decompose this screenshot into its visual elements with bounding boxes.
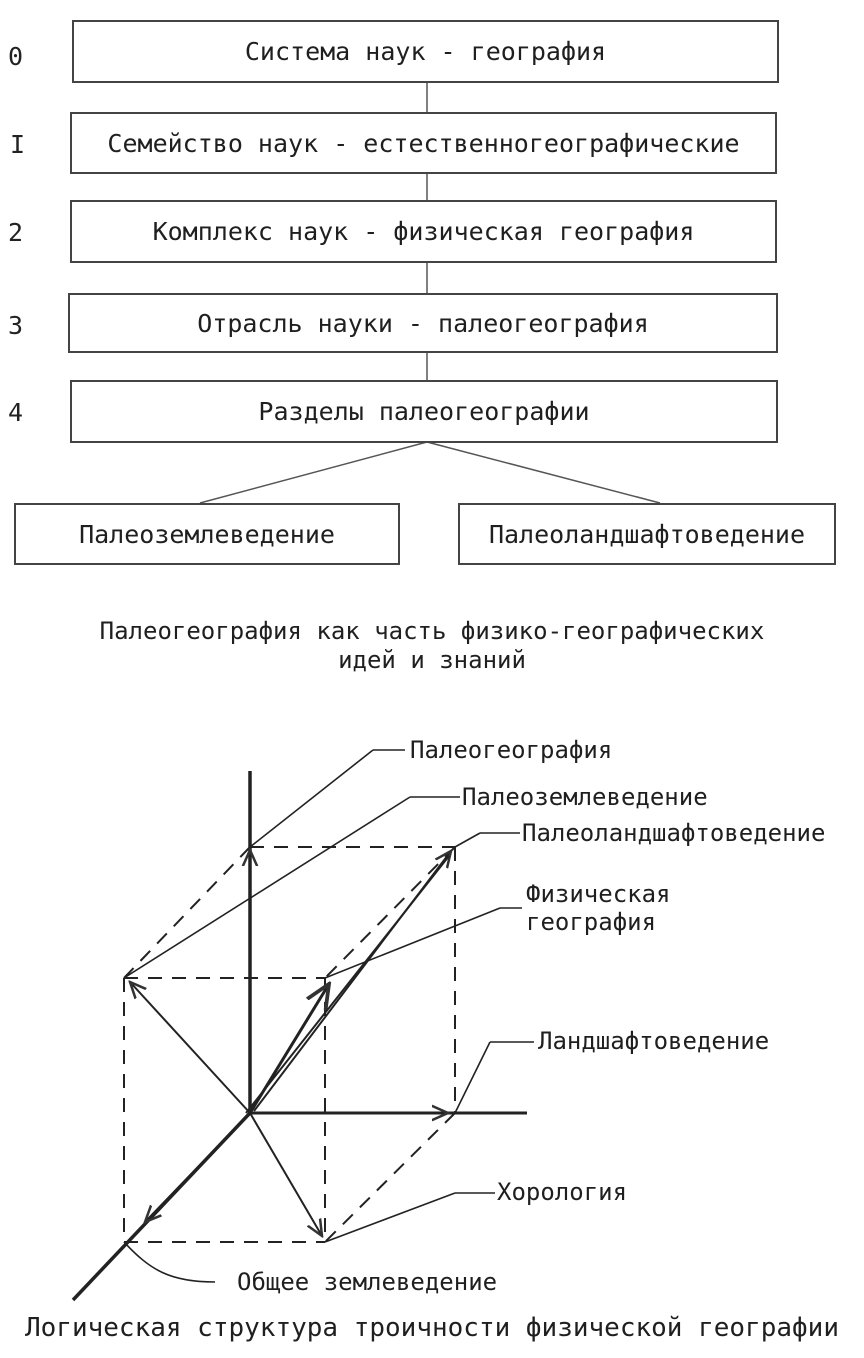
vector-front xyxy=(145,1112,251,1222)
leader-chorology xyxy=(324,1192,456,1243)
level-box-3: Отрасль науки - палеогеография xyxy=(68,293,778,353)
level-label-2: Комплекс наук - физическая география xyxy=(152,217,695,246)
dash-top-left xyxy=(123,846,251,979)
branch-label-paleo-landscape: Палеоландшафтоведение xyxy=(488,519,806,549)
branch-box-paleo-landscape: Палеоландшафтоведение xyxy=(458,503,836,565)
label-physical-geo-line2: география xyxy=(526,908,657,936)
structure-caption: Логическая структура троичности физическ… xyxy=(25,1313,839,1343)
level-box-1: Семейство наук - естественногеографическ… xyxy=(70,112,777,174)
vector-right-front xyxy=(249,1112,322,1236)
level-box-0: Система наук - география xyxy=(72,20,779,83)
vector-up-front xyxy=(130,982,251,1114)
label-general-earth: Общее землеведение xyxy=(237,1268,498,1296)
level-label-3: Отрасль науки - палеогеография xyxy=(197,308,649,338)
branch-box-paleo-earth: Палеоземлеведение xyxy=(14,503,400,565)
leader-landscape xyxy=(454,1041,491,1114)
label-landscape: Ландшафтоведение xyxy=(538,1027,770,1055)
level-box-2: Комплекс наук - физическая география xyxy=(70,200,777,263)
level-number-4: 4 xyxy=(8,398,24,427)
connector-branch-left xyxy=(199,441,428,504)
hierarchy-caption-line-2: идей и знаний xyxy=(338,646,526,674)
hierarchy-caption-line-1: Палеогеография как часть физико-географи… xyxy=(99,617,765,645)
leader-paleo-landscape xyxy=(454,832,481,848)
label-physical-geo-line1: Физическая xyxy=(526,880,671,908)
leader-paleo-earth xyxy=(123,796,411,979)
label-chorology: Хорология xyxy=(497,1178,628,1206)
label-paleo-landscape: Палеоландшафтоведение xyxy=(522,819,826,847)
dash-top-right xyxy=(324,846,456,979)
label-paleo-earth: Палеоземлеведение xyxy=(462,783,708,811)
label-paleogeography: Палеогеография xyxy=(410,736,613,764)
level-number-0: 0 xyxy=(8,42,24,71)
vector-diagonal-2 xyxy=(245,855,450,1114)
level-number-2: 2 xyxy=(8,218,24,247)
level-label-1: Семейство наук - естественногеографическ… xyxy=(107,128,740,158)
branch-label-paleo-earth: Палеоземлеведение xyxy=(79,519,335,549)
level-number-1: I xyxy=(10,130,26,159)
leader-general-earth xyxy=(123,1241,216,1283)
dash-bottom-right xyxy=(324,1112,456,1243)
level-number-3: 3 xyxy=(8,311,24,340)
level-label-0: Система наук - география xyxy=(244,37,607,66)
level-label-4: Разделы палеогеографии xyxy=(258,397,590,426)
leader-paleogeography xyxy=(249,749,374,848)
connector-branch-right xyxy=(426,441,661,504)
level-box-4: Разделы палеогеографии xyxy=(70,380,778,443)
leader-physical-geo xyxy=(324,907,501,979)
